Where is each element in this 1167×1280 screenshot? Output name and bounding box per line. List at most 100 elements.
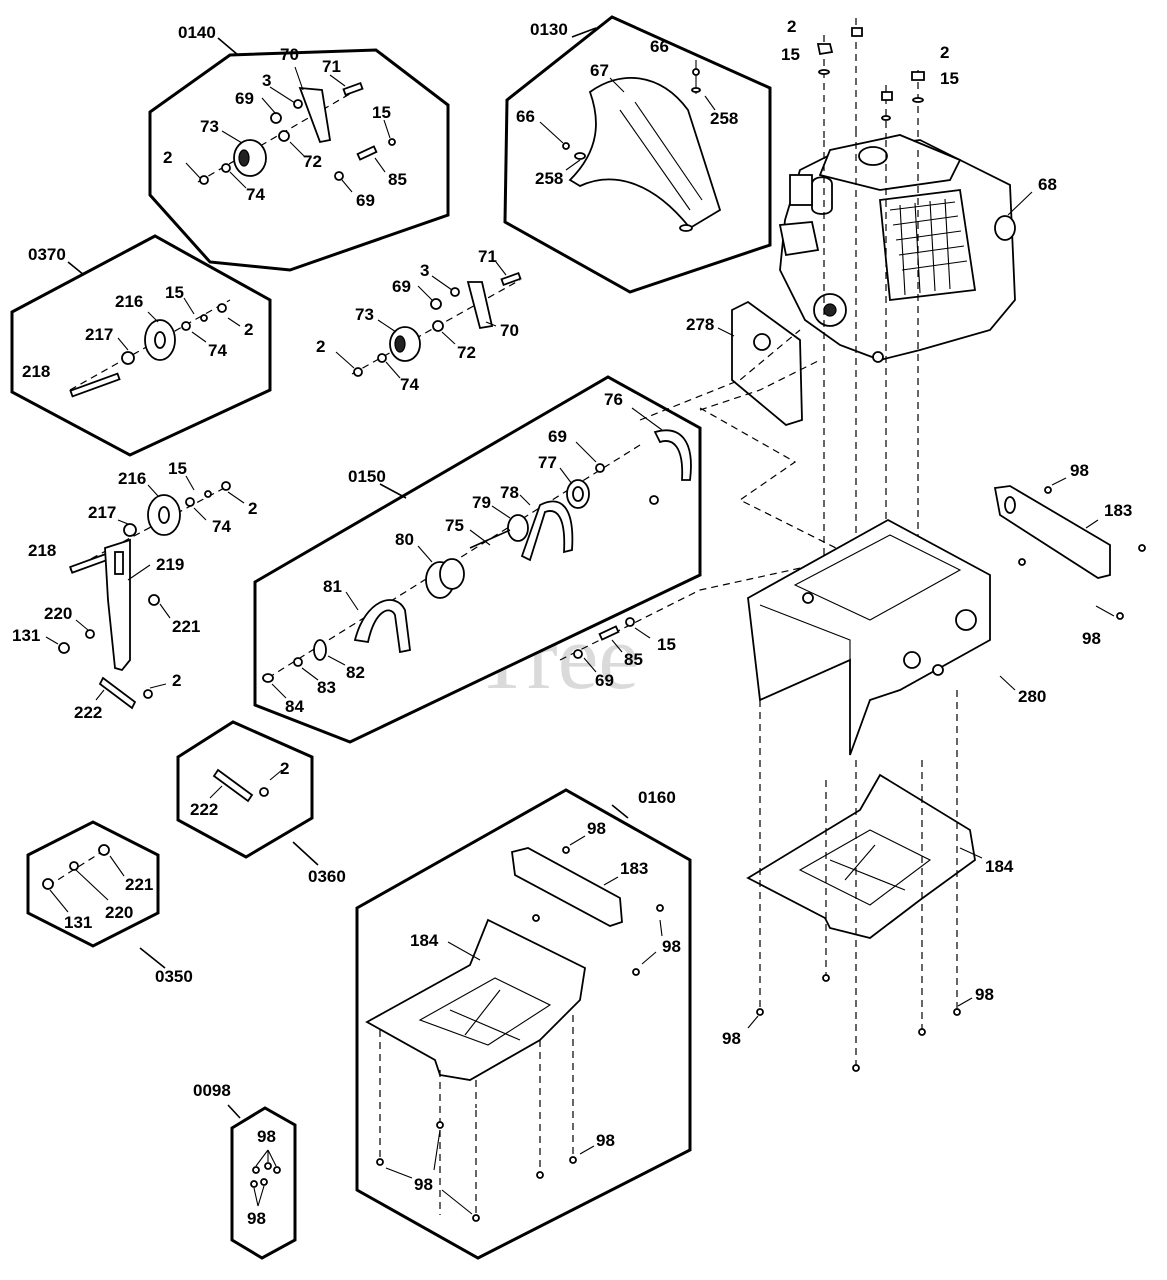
part-label: 98 (662, 937, 681, 956)
part-label: 70 (500, 321, 519, 340)
part-label: 66 (650, 37, 669, 56)
part-label: 222 (190, 800, 218, 819)
part-label: 79 (472, 493, 491, 512)
part-label: 15 (168, 459, 187, 478)
kit-0350-outline (26, 820, 160, 948)
part-label: 217 (85, 325, 113, 344)
part-label: 3 (262, 71, 271, 90)
part-label: 85 (624, 650, 643, 669)
part-label: 131 (64, 913, 92, 932)
part-label: 75 (445, 516, 464, 535)
idler-assembly: 71 69 3 73 70 2 72 74 (316, 247, 522, 394)
part-label: 74 (400, 375, 419, 394)
part-label: 69 (595, 671, 614, 690)
part-label: 183 (620, 859, 648, 878)
part-label: 81 (323, 577, 342, 596)
kit-0140-outline (148, 48, 450, 272)
part-label: 278 (686, 315, 714, 334)
part-label: 74 (246, 185, 265, 204)
part-label: 77 (538, 453, 557, 472)
part-label: 67 (590, 61, 609, 80)
part-label: 69 (356, 191, 375, 210)
part-label: 74 (212, 517, 231, 536)
kit-label-0360: 0360 (308, 867, 346, 886)
part-label: 98 (1082, 629, 1101, 648)
part-label: 98 (975, 985, 994, 1004)
engine-assembly: 2 15 2 15 68 (778, 17, 1057, 363)
part-label: 220 (44, 604, 72, 623)
kit-label-0140: 0140 (178, 23, 216, 42)
part-label: 2 (248, 499, 257, 518)
part-label: 85 (388, 170, 407, 189)
part-label: 82 (346, 663, 365, 682)
kit-0130-parts: 66 67 258 66 258 (516, 37, 738, 232)
part-label: 69 (548, 427, 567, 446)
part-label: 2 (787, 17, 796, 36)
part-label: 69 (392, 277, 411, 296)
part-label: 217 (88, 503, 116, 522)
idler-arm-assembly: 216 15 2 217 74 218 219 220 221 131 2 22… (12, 459, 257, 722)
part-label: 80 (395, 530, 414, 549)
part-label: 2 (172, 671, 181, 690)
bottom-plate-assembly: 184 98 98 (722, 690, 1014, 1072)
part-label: 15 (781, 45, 800, 64)
kit-0370-outline (10, 234, 272, 457)
kit-0150-parts: 76 69 77 78 79 75 80 81 15 85 82 83 69 8… (262, 390, 692, 716)
part-label: 2 (244, 320, 253, 339)
part-label: 221 (125, 875, 153, 894)
part-label: 72 (457, 343, 476, 362)
part-label: 280 (1018, 687, 1046, 706)
part-label: 72 (303, 152, 322, 171)
part-label: 98 (247, 1209, 266, 1228)
part-label: 184 (985, 857, 1014, 876)
part-label: 3 (420, 261, 429, 280)
part-label: 2 (280, 759, 289, 778)
part-label: 218 (28, 541, 56, 560)
part-label: 258 (535, 169, 563, 188)
part-label: 74 (208, 341, 227, 360)
part-label: 98 (257, 1127, 276, 1146)
part-label: 98 (587, 819, 606, 838)
kit-label-0150: 0150 (348, 467, 386, 486)
part-label: 15 (372, 103, 391, 122)
part-label: 66 (516, 107, 535, 126)
part-label: 78 (500, 483, 519, 502)
part-label: 71 (478, 247, 497, 266)
part-label: 76 (604, 390, 623, 409)
kit-label-0098: 0098 (193, 1081, 231, 1100)
part-label: 131 (12, 626, 40, 645)
part-label: 219 (156, 555, 184, 574)
kit-0370-parts: 216 15 217 2 74 218 (22, 283, 253, 398)
kit-0098-parts: 98 98 (247, 1127, 281, 1228)
shield-278: 278 (686, 300, 803, 427)
part-label: 73 (355, 305, 374, 324)
kit-0150-outline (253, 375, 702, 744)
part-label: 83 (317, 678, 336, 697)
part-label: 15 (657, 635, 676, 654)
part-label: 216 (118, 469, 146, 488)
part-label: 68 (1038, 175, 1057, 194)
part-label: 70 (280, 45, 299, 64)
part-label: 216 (115, 292, 143, 311)
part-label: 69 (235, 89, 254, 108)
part-label: 98 (1070, 461, 1089, 480)
part-label: 84 (285, 697, 304, 716)
part-label: 98 (596, 1131, 615, 1150)
part-label: 73 (200, 117, 219, 136)
part-label: 218 (22, 362, 50, 381)
part-label: 184 (410, 931, 439, 950)
part-label: 2 (940, 43, 949, 62)
part-label: 15 (940, 69, 959, 88)
kit-label-0160: 0160 (638, 788, 676, 807)
kit-0360-parts: 2 222 (190, 759, 289, 819)
part-label: 2 (316, 337, 325, 356)
part-label: 220 (105, 903, 133, 922)
part-label: 258 (710, 109, 738, 128)
part-label: 98 (414, 1175, 433, 1194)
kit-label-0350: 0350 (155, 967, 193, 986)
kit-0160-parts: 98 183 184 98 98 98 (365, 819, 681, 1222)
kit-label-0370: 0370 (28, 245, 66, 264)
part-label: 183 (1104, 501, 1132, 520)
kit-label-0130: 0130 (530, 20, 568, 39)
